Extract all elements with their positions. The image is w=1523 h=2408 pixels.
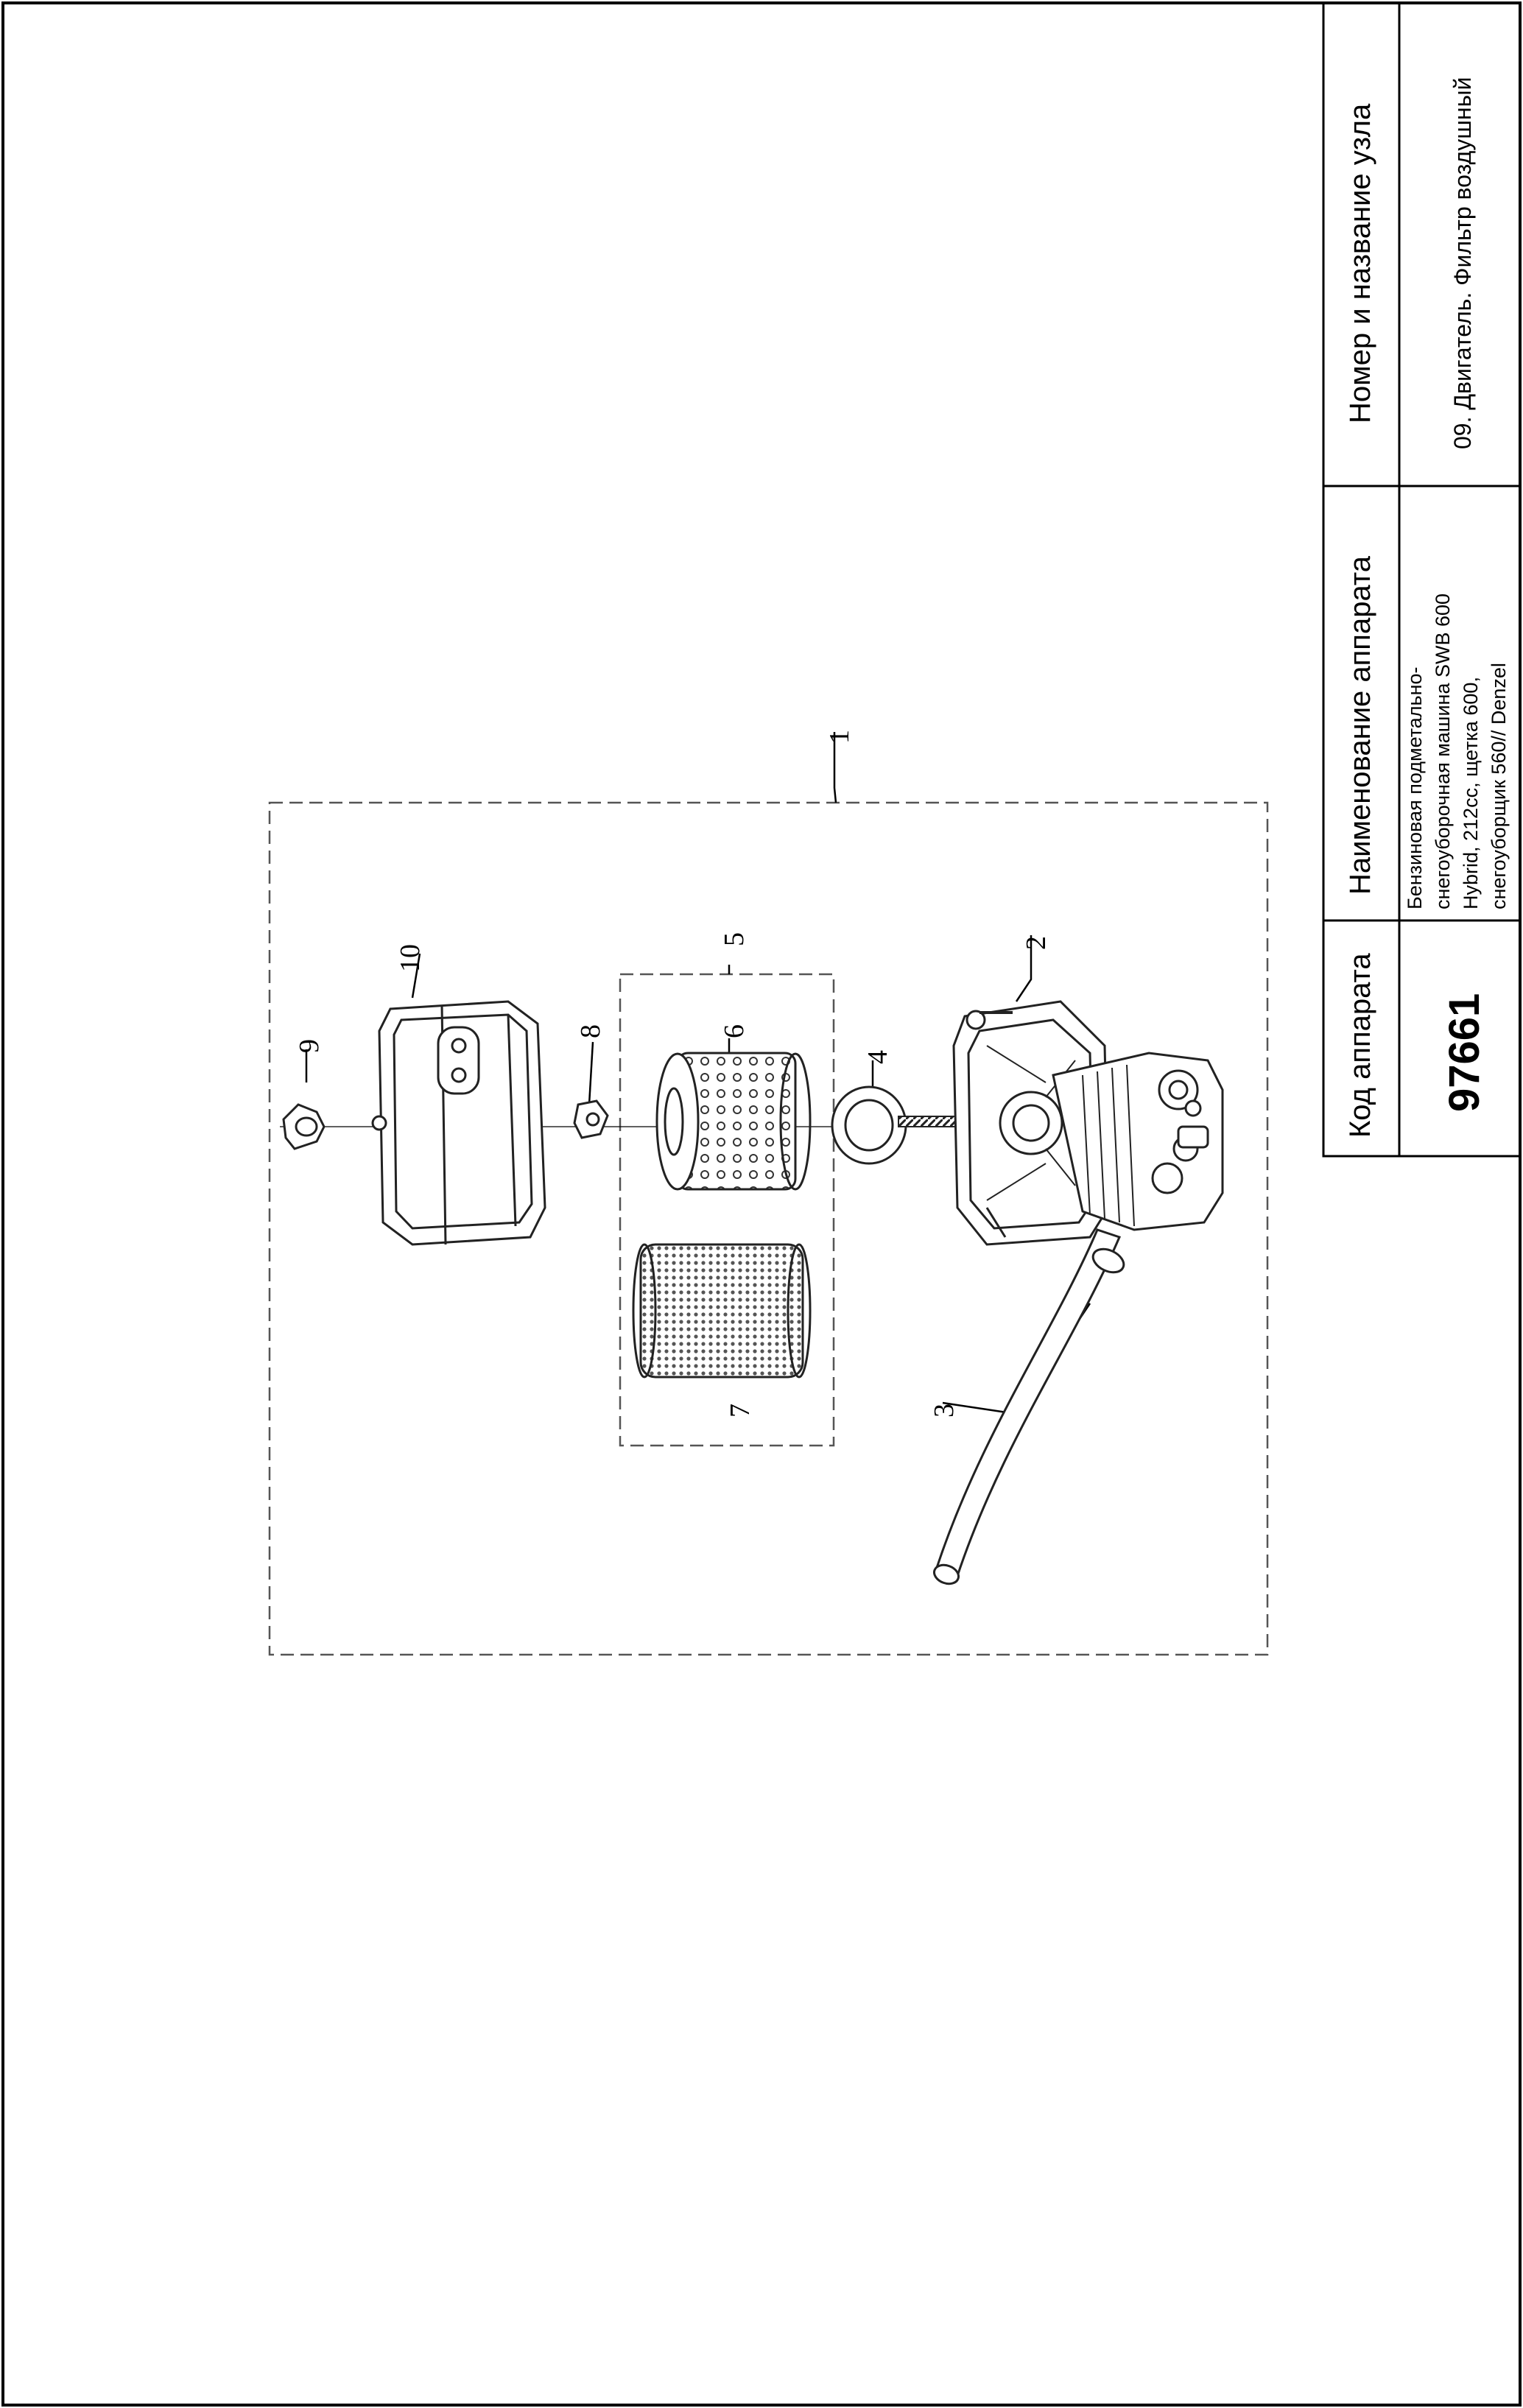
name-line-4: снегоуборщик 560// Denzel (1488, 663, 1510, 909)
code-header: Код аппарата (1344, 953, 1376, 1138)
callout-8: 8 (575, 1024, 606, 1038)
callout-10: 10 (395, 944, 426, 972)
callout-9: 9 (294, 1039, 325, 1053)
node-value: 09. Двигатель. Фильтр воздушный (1449, 77, 1476, 449)
name-line-2: снегоуборочная машина SWB 600 (1432, 593, 1454, 909)
callout-6: 6 (719, 1024, 750, 1038)
callout-3: 3 (929, 1404, 960, 1418)
pre-filter-part-6 (655, 1052, 812, 1191)
callout-4: 4 (862, 1050, 893, 1064)
air-cleaner-cover-part-10 (371, 1000, 546, 1246)
callout-5: 5 (719, 932, 750, 946)
callout-1: 1 (824, 730, 855, 744)
nut-part-8 (573, 1099, 609, 1139)
breather-tube-part-3 (933, 1228, 1125, 1585)
wing-nut-part-9 (282, 1103, 326, 1150)
filter-element-part-7 (632, 1243, 812, 1379)
node-header: Номер и название узла (1344, 103, 1376, 423)
name-header: Наименование аппарата (1344, 556, 1376, 895)
code-value: 97661 (1441, 993, 1488, 1112)
name-line-3: Hybrid, 212cc, щетка 600, (1460, 677, 1482, 909)
name-line-1: Бензиновая подметально- (1404, 666, 1426, 909)
title-block-grid (1322, 1, 1522, 1158)
assembly-boundary-box (268, 801, 1269, 1656)
filter-element-group-box (619, 973, 835, 1447)
air-cleaner-base-part-2 (952, 1000, 1224, 1246)
callout-2: 2 (1021, 936, 1052, 950)
gasket-part-4 (831, 1085, 907, 1165)
callout-7: 7 (725, 1404, 756, 1418)
